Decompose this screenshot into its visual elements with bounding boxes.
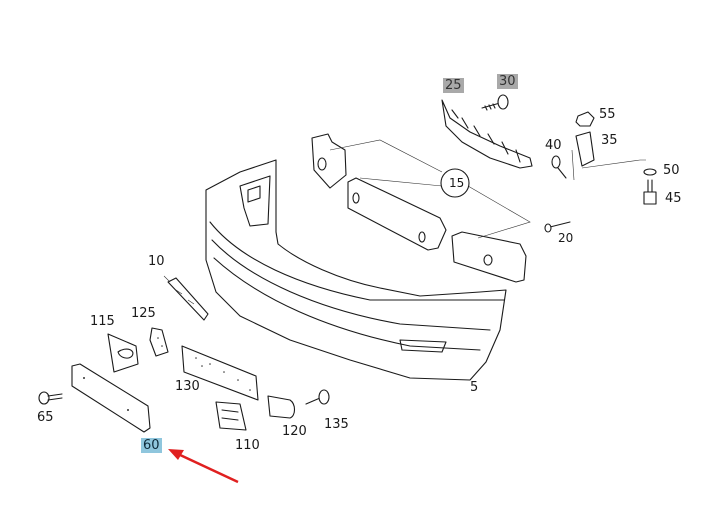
callout-45[interactable]: 45	[665, 191, 682, 206]
part-60-license-plate-base[interactable]	[71, 363, 151, 433]
callout-110[interactable]: 110	[235, 438, 260, 453]
part-130-foam-strip[interactable]	[181, 345, 259, 401]
callout-120[interactable]: 120	[282, 424, 307, 439]
callout-35[interactable]: 35	[601, 133, 618, 148]
callout-20[interactable]: 20	[558, 231, 574, 245]
part-10-strip[interactable]	[163, 275, 209, 321]
part-45-bolt[interactable]	[643, 179, 657, 205]
callout-50[interactable]: 50	[663, 163, 680, 178]
part-125-pad[interactable]	[149, 327, 169, 357]
callout-135[interactable]: 135	[324, 417, 349, 432]
callout-55[interactable]: 55	[599, 107, 616, 122]
part-55-nut[interactable]	[575, 111, 595, 127]
part-50-washer[interactable]	[643, 168, 657, 176]
callout-125[interactable]: 125	[131, 306, 156, 321]
part-25-support-strip[interactable]	[441, 99, 533, 169]
part-30-screw[interactable]	[481, 94, 509, 111]
callout-40[interactable]: 40	[545, 138, 562, 153]
part-110-clip[interactable]	[215, 401, 247, 431]
callout-5[interactable]: 5	[470, 380, 479, 395]
part-5-bumper-cover[interactable]	[205, 159, 507, 381]
part-35-bracket[interactable]	[571, 131, 646, 181]
callout-15[interactable]: 15	[449, 176, 465, 190]
callout-115[interactable]: 115	[90, 314, 115, 329]
part-135-screw[interactable]	[305, 389, 330, 405]
callout-25[interactable]: 25	[443, 78, 464, 93]
callout-60[interactable]: 60	[141, 438, 162, 453]
selection-arrow	[168, 449, 239, 484]
callout-10[interactable]: 10	[148, 254, 165, 269]
callout-30[interactable]: 30	[497, 74, 518, 89]
part-115-bracket[interactable]	[107, 333, 139, 373]
part-15-absorbers[interactable]	[311, 133, 531, 283]
part-20-clip[interactable]	[544, 221, 571, 233]
part-65-screw[interactable]	[38, 391, 63, 405]
part-120-pad[interactable]	[267, 395, 296, 419]
callout-130[interactable]: 130	[175, 379, 200, 394]
callout-65[interactable]: 65	[37, 410, 54, 425]
part-40-bolt[interactable]	[551, 155, 567, 179]
